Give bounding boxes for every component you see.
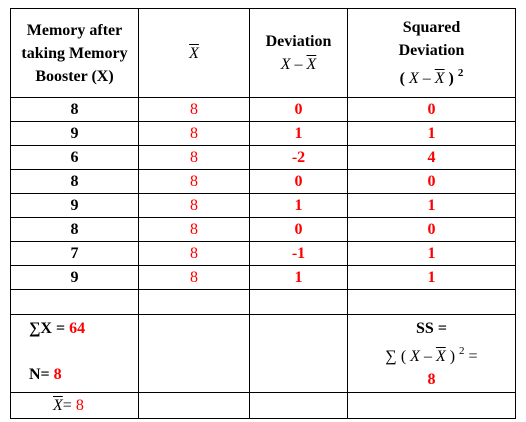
ss-formula-exponent: 2 [459,344,465,357]
sum-x-label: ∑X = [29,320,70,337]
cell-squared-deviation: 0 [347,97,516,122]
cell-squared-deviation: 1 [347,265,516,290]
ss-label: SS = [416,319,447,337]
blank-cell [138,314,250,393]
cell-deviation: -1 [249,241,348,266]
table-row: 8 8 0 0 [10,217,516,242]
table-row: 9 8 1 1 [10,265,516,290]
cell-mean: 8 [138,169,250,194]
n-value: 8 [53,366,62,383]
header-mean: X [138,8,250,98]
mean-equals: = [62,397,76,414]
ss-formula-xbar: X [435,347,446,365]
cell-x: 7 [10,241,139,266]
cell-x: 6 [10,145,139,170]
cell-deviation: 0 [249,217,348,242]
mean-symbol: X [53,397,63,414]
blank-cell [347,392,516,419]
header-squared-deviation: Squared Deviation ( X – X ) 2 [347,8,516,98]
blank-cell [138,289,250,315]
cell-mean: 8 [138,193,250,218]
table-row: 9 8 1 1 [10,121,516,146]
summary-row: ∑X = 64 N= 8 SS = ∑ ( X – X ) 2 = 8 [10,314,516,393]
cell-squared-deviation: 0 [347,169,516,194]
cell-x: 8 [10,169,139,194]
cell-deviation: -2 [249,145,348,170]
summary-ss: SS = ∑ ( X – X ) 2 = 8 [347,314,516,393]
header-mean-symbol: X [189,44,199,62]
formula-exponent: 2 [457,67,464,79]
ss-formula-minus: – [423,347,432,365]
formula-x: X [280,56,291,73]
sum-x-value: 64 [69,320,86,337]
ss-value: 8 [427,370,436,388]
blank-cell [249,392,348,419]
cell-mean: 8 [138,121,250,146]
cell-mean: 8 [138,97,250,122]
blank-cell [249,314,348,393]
cell-deviation: 1 [249,265,348,290]
table-row: 7 8 -1 1 [10,241,516,266]
deviation-table: Memory after taking Memory Booster (X) X… [10,8,516,419]
n-label: N= [29,366,54,383]
formula-x: X [408,70,419,87]
header-squared-deviation-title: Squared Deviation [398,19,465,59]
cell-x: 8 [10,217,139,242]
ss-formula-equals: = [464,347,478,365]
table-row: 8 8 0 0 [10,169,516,194]
ss-formula: ∑ ( X – X ) 2 = [350,340,513,368]
statistics-table-container: Memory after taking Memory Booster (X) X… [10,8,516,419]
table-row: 6 8 -2 4 [10,145,516,170]
header-row: Memory after taking Memory Booster (X) X… [10,8,516,98]
cell-squared-deviation: 1 [347,241,516,266]
mean-value: 8 [75,397,84,414]
cell-mean: 8 [138,265,250,290]
sum-x-line: ∑X = 64 [29,317,136,363]
cell-mean: 8 [138,241,250,266]
ss-sigma: ∑ ( [385,347,407,365]
cell-squared-deviation: 4 [347,145,516,170]
cell-x: 9 [10,265,139,290]
formula-close-paren: ) [448,70,454,87]
cell-mean: 8 [138,145,250,170]
cell-deviation: 0 [249,97,348,122]
summary-sum-and-n: ∑X = 64 N= 8 [10,314,139,393]
blank-cell [10,289,139,315]
cell-x: 9 [10,193,139,218]
cell-squared-deviation: 1 [347,193,516,218]
table-row: 8 8 0 0 [10,97,516,122]
ss-formula-x: X [410,347,420,365]
mean-cell: X= 8 [10,392,139,419]
mean-row: X= 8 [10,392,516,419]
ss-formula-close: ) [449,347,456,365]
formula-xbar: X [306,56,317,73]
header-squared-formula: ( X – X ) 2 [350,62,513,90]
blank-cell [138,392,250,419]
cell-mean: 8 [138,217,250,242]
formula-minus: – [294,56,303,73]
header-memory-after-booster: Memory after taking Memory Booster (X) [10,8,139,98]
cell-squared-deviation: 0 [347,217,516,242]
header-deviation: Deviation X – X [249,8,348,98]
formula-xbar: X [434,70,445,87]
blank-row [10,289,516,315]
table-row: 9 8 1 1 [10,193,516,218]
cell-squared-deviation: 1 [347,121,516,146]
blank-cell [249,289,348,315]
cell-deviation: 0 [249,169,348,194]
n-line: N= 8 [29,363,136,386]
formula-open-paren: ( [399,70,405,87]
header-deviation-title: Deviation [265,33,332,50]
cell-x: 8 [10,97,139,122]
cell-deviation: 1 [249,193,348,218]
cell-deviation: 1 [249,121,348,146]
header-deviation-formula: X – X [252,53,345,76]
blank-cell [347,289,516,315]
formula-minus: – [422,70,431,87]
cell-x: 9 [10,121,139,146]
header-memory-label: Memory after taking Memory Booster (X) [21,21,128,85]
